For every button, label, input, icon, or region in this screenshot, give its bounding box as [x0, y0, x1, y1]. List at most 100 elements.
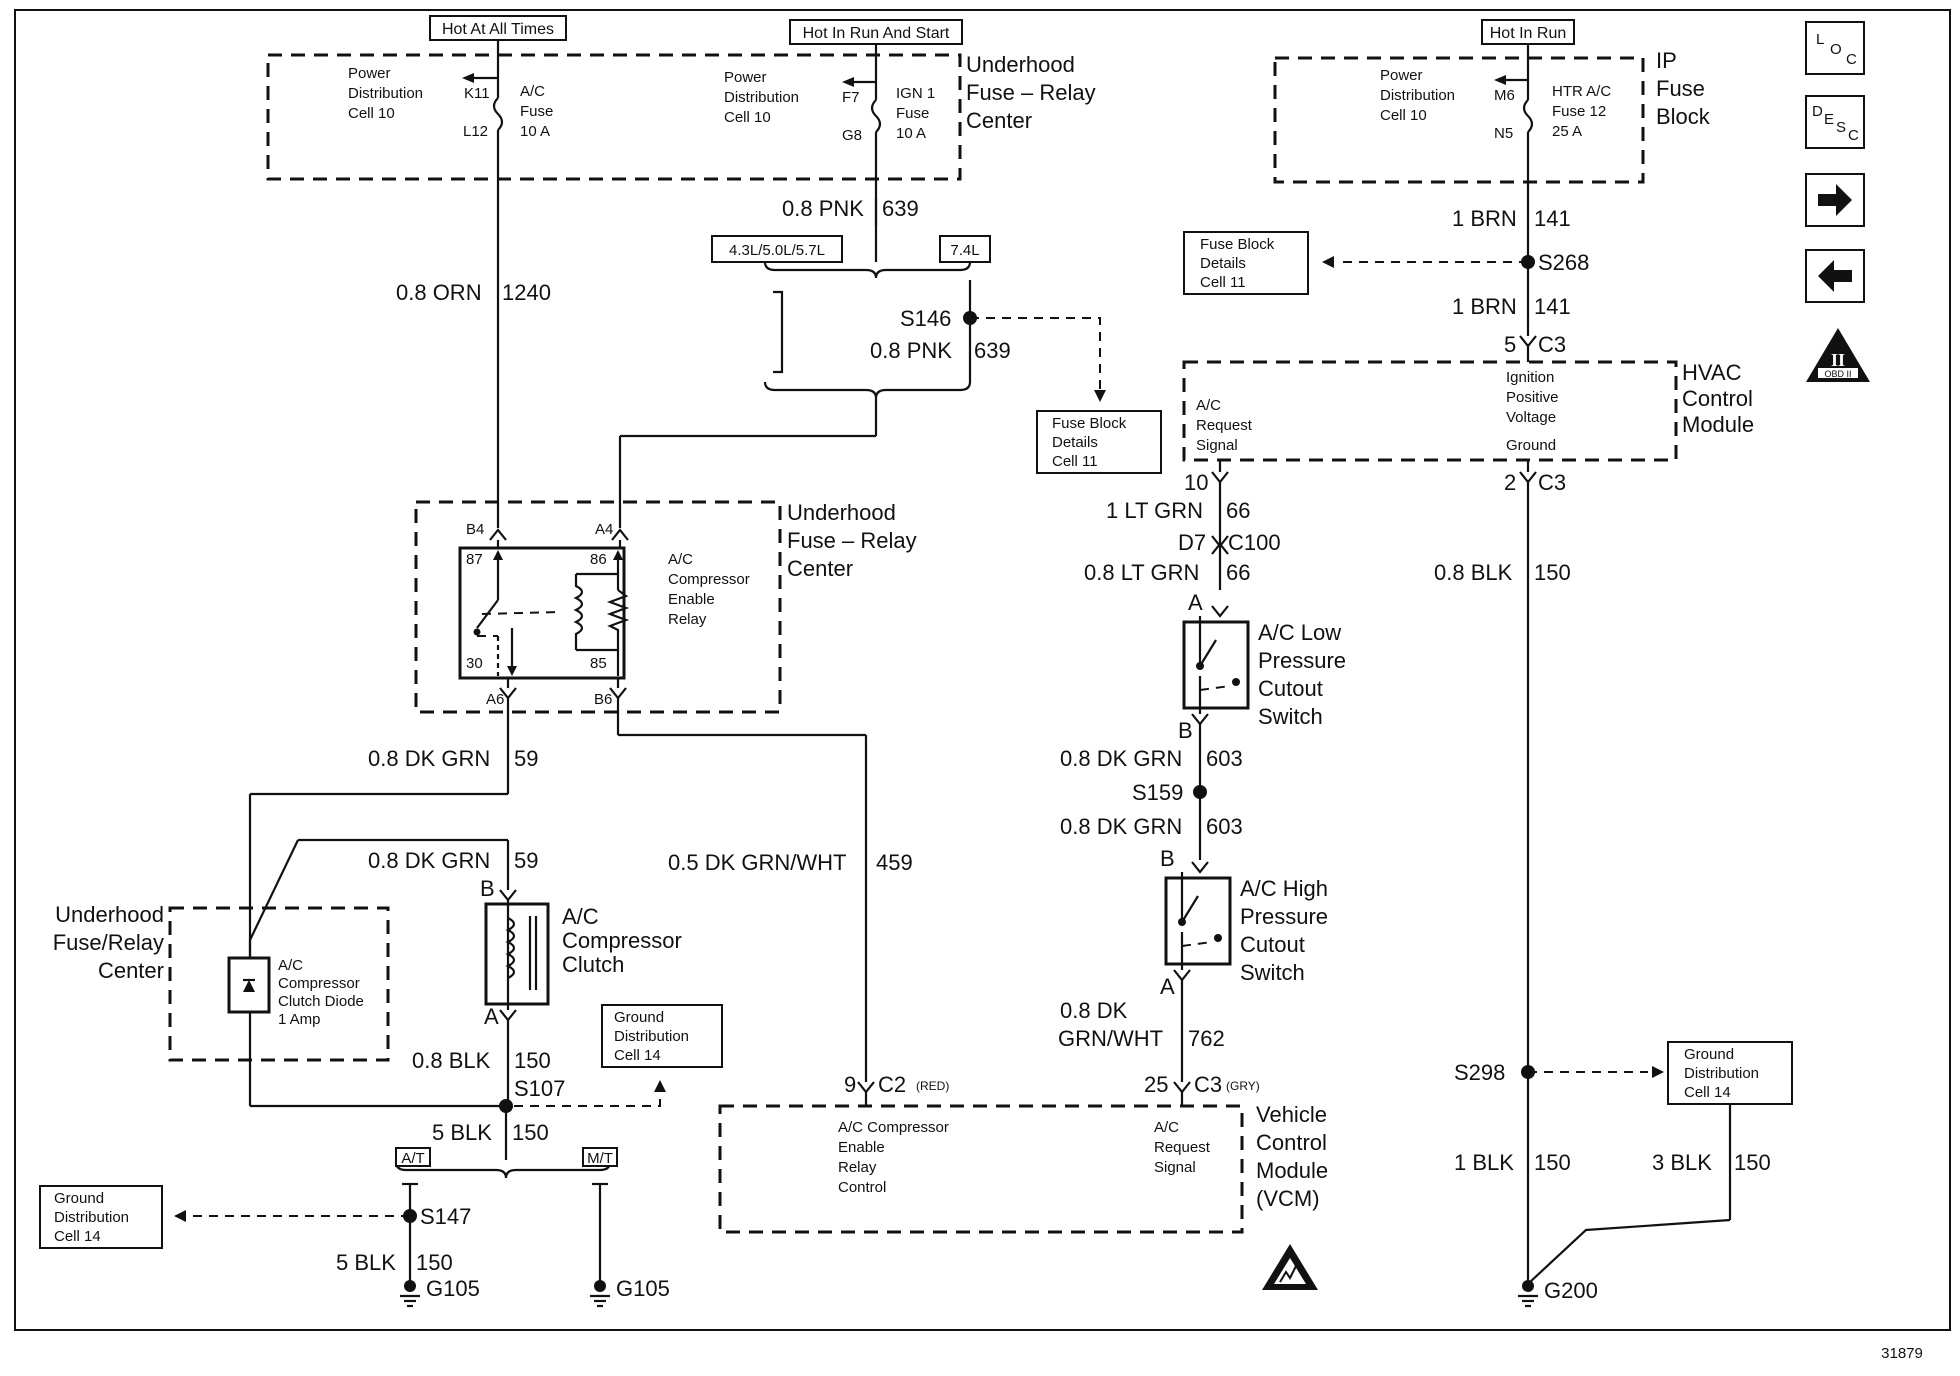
- wire-1240-color: 0.8 ORN: [396, 280, 482, 305]
- option-mt: M/T: [582, 1147, 618, 1167]
- splice-s146-label: S146: [900, 306, 951, 331]
- svg-text:Hot In Run: Hot In Run: [1490, 25, 1566, 42]
- wire-59-number-b: 59: [514, 848, 538, 873]
- svg-text:A/T: A/T: [401, 1150, 424, 1167]
- underhood-fuse-relay-center-top: [266, 53, 962, 181]
- relay-fuse-center: [414, 500, 782, 714]
- figure-number: 31879: [1881, 1345, 1923, 1362]
- ip-fuse-block: [1273, 56, 1645, 184]
- svg-text:4.3L/5.0L/5.7L: 4.3L/5.0L/5.7L: [729, 242, 825, 259]
- relay-resistor-icon: [606, 589, 630, 650]
- clutch-pin-b: B: [480, 876, 495, 901]
- svg-text:Hot At All Times: Hot At All Times: [442, 21, 554, 38]
- pin-f7: F7: [842, 89, 860, 106]
- wire-150-1blk-color: 1 BLK: [1454, 1150, 1514, 1175]
- wire-141a-number: 141: [1534, 206, 1571, 231]
- wire-150-3blk-number: 150: [1734, 1150, 1771, 1175]
- wire-762-number: 762: [1188, 1026, 1225, 1051]
- ground-g105-b-label: G105: [616, 1276, 670, 1301]
- wire-150-hvac-color: 0.8 BLK: [1434, 560, 1513, 585]
- obd-ii-icon: II OBD II: [1806, 328, 1870, 382]
- vcm-c3-gry: (GRY): [1226, 1079, 1260, 1093]
- pin-g8: G8: [842, 127, 862, 144]
- wire-150-1blk-number: 150: [1534, 1150, 1571, 1175]
- vcm-pin-9: 9: [844, 1072, 856, 1097]
- ac-high-pressure-cutout-switch[interactable]: [1164, 876, 1232, 966]
- svg-text:85: 85: [590, 655, 607, 672]
- splice-s159-label: S159: [1132, 780, 1183, 805]
- diagram-frame: [14, 9, 1951, 1331]
- splice-s159: [1193, 785, 1207, 799]
- clutch-pin-a: A: [484, 1004, 499, 1029]
- hvac-pin-2: 2: [1504, 470, 1516, 495]
- pin-m6: M6: [1494, 87, 1515, 104]
- wire-603b-color: 0.8 DK GRN: [1060, 814, 1182, 839]
- ac-low-pressure-cutout-switch[interactable]: [1182, 620, 1250, 710]
- wire-59-color-a: 0.8 DK GRN: [368, 746, 490, 771]
- wire-603a-number: 603: [1206, 746, 1243, 771]
- htr-ac-fuse-icon: [1522, 99, 1534, 133]
- hvac-c3-bottom: C3: [1538, 470, 1566, 495]
- wire-66b-color: 0.8 LT GRN: [1084, 560, 1199, 585]
- svg-text:86: 86: [590, 551, 607, 568]
- hvac-ground-label: Ground: [1506, 437, 1556, 454]
- next-page-button[interactable]: [1805, 173, 1865, 227]
- previous-page-button[interactable]: [1805, 249, 1865, 303]
- ign1-fuse-10a-icon: [870, 99, 882, 133]
- splice-s147-label: S147: [420, 1204, 471, 1229]
- esd-warning-icon: [1262, 1244, 1318, 1290]
- wire-150-5a-color: 5 BLK: [432, 1120, 492, 1145]
- location-button[interactable]: L O C: [1805, 21, 1865, 75]
- hvac-c3-top: C3: [1538, 332, 1566, 357]
- hvac-pin-10: 10: [1184, 470, 1208, 495]
- pin-a6: A6: [486, 691, 504, 708]
- svg-text:87: 87: [466, 551, 483, 568]
- wire-59-number-a: 59: [514, 746, 538, 771]
- ground-g105-mt-icon: [590, 1280, 610, 1308]
- splice-s298-label: S298: [1454, 1060, 1505, 1085]
- ac-compressor-clutch: [484, 902, 550, 1006]
- svg-text:C: C: [1848, 127, 1859, 144]
- svg-text:D: D: [1812, 103, 1823, 120]
- ground-g105-at-icon: [400, 1280, 420, 1308]
- svg-text:S: S: [1836, 119, 1846, 136]
- vcm-c2-red: (RED): [916, 1079, 949, 1093]
- wire-141a-color: 1 BRN: [1452, 206, 1517, 231]
- ground-g200-icon: [1518, 1280, 1538, 1308]
- clutch-coil-icon: [505, 917, 516, 979]
- svg-text:C: C: [1846, 51, 1857, 68]
- option-at: A/T: [395, 1147, 431, 1167]
- wire-639-color: 0.8 PNK: [782, 196, 864, 221]
- wire-150-5a-number: 150: [512, 1120, 549, 1145]
- pin-k11: K11: [464, 85, 490, 102]
- svg-text:II: II: [1831, 350, 1845, 370]
- wire-150-clutch-number: 150: [514, 1048, 551, 1073]
- engine-option-large: 7.4L: [939, 235, 991, 263]
- description-button[interactable]: D E S C: [1805, 95, 1865, 149]
- low-switch-pin-b: B: [1178, 718, 1193, 743]
- ground-g105-a-label: G105: [426, 1276, 480, 1301]
- arrow-right-icon: [1818, 184, 1852, 216]
- wire-66a-number: 66: [1226, 498, 1250, 523]
